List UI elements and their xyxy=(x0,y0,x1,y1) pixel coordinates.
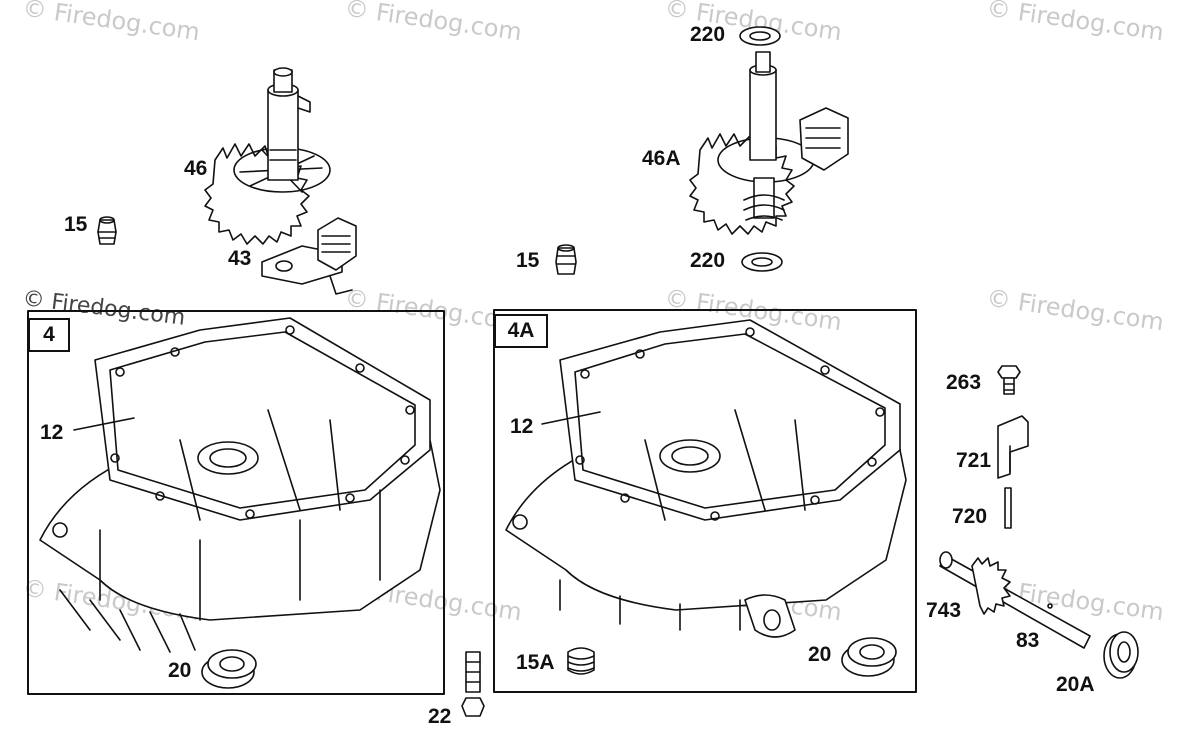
part-label-743: 743 xyxy=(926,599,962,622)
washer-220-top-drawing xyxy=(739,26,781,46)
camshaft-46a-drawing xyxy=(689,51,849,235)
part-label-46a: 46A xyxy=(642,147,681,170)
washer-220-bottom-drawing xyxy=(741,252,783,272)
gear-shaft-743-drawing xyxy=(939,551,1091,649)
box-4a-frame xyxy=(493,309,917,693)
part-label-12-right: 12 xyxy=(510,415,534,438)
box-4-frame xyxy=(27,310,445,695)
leader-12-right xyxy=(541,411,601,425)
part-label-20-right: 20 xyxy=(808,643,832,666)
callout-4a: 4A xyxy=(494,314,548,348)
camshaft-46-drawing xyxy=(204,67,331,245)
part-label-220-bottom: 220 xyxy=(690,249,726,272)
seal-20a-drawing xyxy=(1103,631,1139,679)
plug-15-middle-drawing xyxy=(555,244,577,275)
part-label-20-left: 20 xyxy=(168,659,192,682)
part-label-43: 43 xyxy=(228,247,252,270)
part-label-220-top: 220 xyxy=(690,23,726,46)
seal-20-right-drawing xyxy=(841,637,897,677)
bolt-263-drawing xyxy=(997,365,1021,395)
sump-4-drawing xyxy=(39,317,441,653)
part-label-15-left: 15 xyxy=(64,213,88,236)
part-label-22: 22 xyxy=(428,705,452,728)
plug-22-drawing xyxy=(461,651,485,717)
part-label-12-left: 12 xyxy=(40,421,64,444)
part-label-15-middle: 15 xyxy=(516,249,540,272)
part-label-83: 83 xyxy=(1016,629,1040,652)
callout-4: 4 xyxy=(28,318,70,352)
part-label-721: 721 xyxy=(956,449,992,472)
governor-43-drawing xyxy=(261,217,357,295)
plug-15a-drawing xyxy=(567,647,595,675)
part-label-15a: 15A xyxy=(516,651,555,674)
part-label-263: 263 xyxy=(946,371,982,394)
sump-4a-drawing xyxy=(505,319,907,638)
pin-720-drawing xyxy=(1004,487,1012,529)
part-label-20a: 20A xyxy=(1056,673,1095,696)
bracket-721-drawing xyxy=(997,415,1029,479)
seal-20-left-drawing xyxy=(201,649,257,689)
plug-15-left-drawing xyxy=(97,216,117,245)
part-label-46: 46 xyxy=(184,157,208,180)
part-label-720: 720 xyxy=(952,505,988,528)
leader-12-left xyxy=(73,417,135,431)
